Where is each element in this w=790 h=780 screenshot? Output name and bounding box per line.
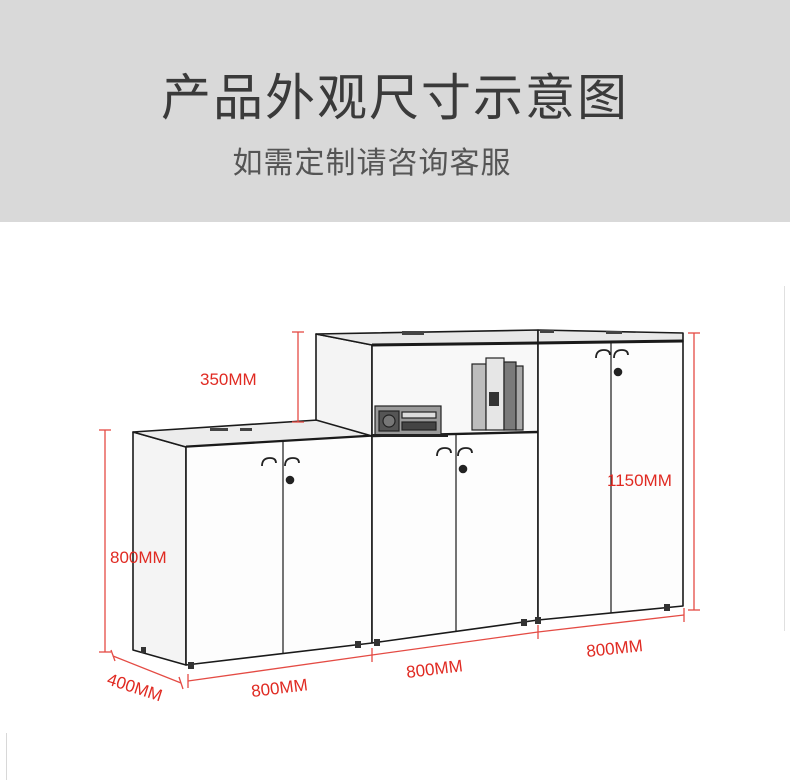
shelf-decor xyxy=(372,357,524,437)
header-banner: 产品外观尺寸示意图 如需定制请咨询客服 xyxy=(0,0,790,222)
door-handles xyxy=(261,349,629,485)
page-subtitle: 如需定制请咨询客服 xyxy=(232,146,512,181)
page-edge-right xyxy=(784,286,785,631)
lock-icon xyxy=(458,464,468,474)
lock-icon xyxy=(285,475,295,485)
top-surface-details xyxy=(210,330,622,431)
dimension-label-depth: 400MM xyxy=(105,670,165,706)
foot xyxy=(535,617,541,624)
page-edge-left xyxy=(6,733,7,780)
foot xyxy=(664,604,670,611)
dimension-label-width-right: 800MM xyxy=(585,636,643,661)
book-icon xyxy=(471,363,487,431)
dimension-label-left-height: 800MM xyxy=(110,548,167,567)
page-title: 产品外观尺寸示意图 xyxy=(161,69,629,127)
handle-icon xyxy=(436,447,452,457)
foot xyxy=(521,619,527,626)
handle-icon xyxy=(613,349,629,359)
dimension-lines xyxy=(99,331,700,690)
handle-icon xyxy=(457,447,473,457)
dimension-label-top-height: 350MM xyxy=(200,370,257,389)
foot xyxy=(355,641,361,648)
middle-upper-side xyxy=(315,333,373,437)
left-cabinet-front xyxy=(185,435,373,666)
dimension-label-width-left: 800MM xyxy=(250,675,309,701)
foot xyxy=(374,639,380,646)
foot xyxy=(141,647,146,653)
handle-icon xyxy=(284,457,300,467)
book-icon xyxy=(503,361,517,431)
dimension-label-right-height: 1150MM xyxy=(607,471,672,490)
lock-icon xyxy=(613,367,623,377)
dimension-label-width-middle: 800MM xyxy=(405,656,464,682)
handle-icon xyxy=(595,349,611,359)
middle-cabinet-front xyxy=(371,431,539,644)
cabinet-dimension-drawing: 350MM 800MM 1150MM 400MM 800MM 800MM 800… xyxy=(99,329,700,706)
foot xyxy=(188,662,194,669)
handle-icon xyxy=(261,457,277,467)
book-icon xyxy=(515,365,524,431)
